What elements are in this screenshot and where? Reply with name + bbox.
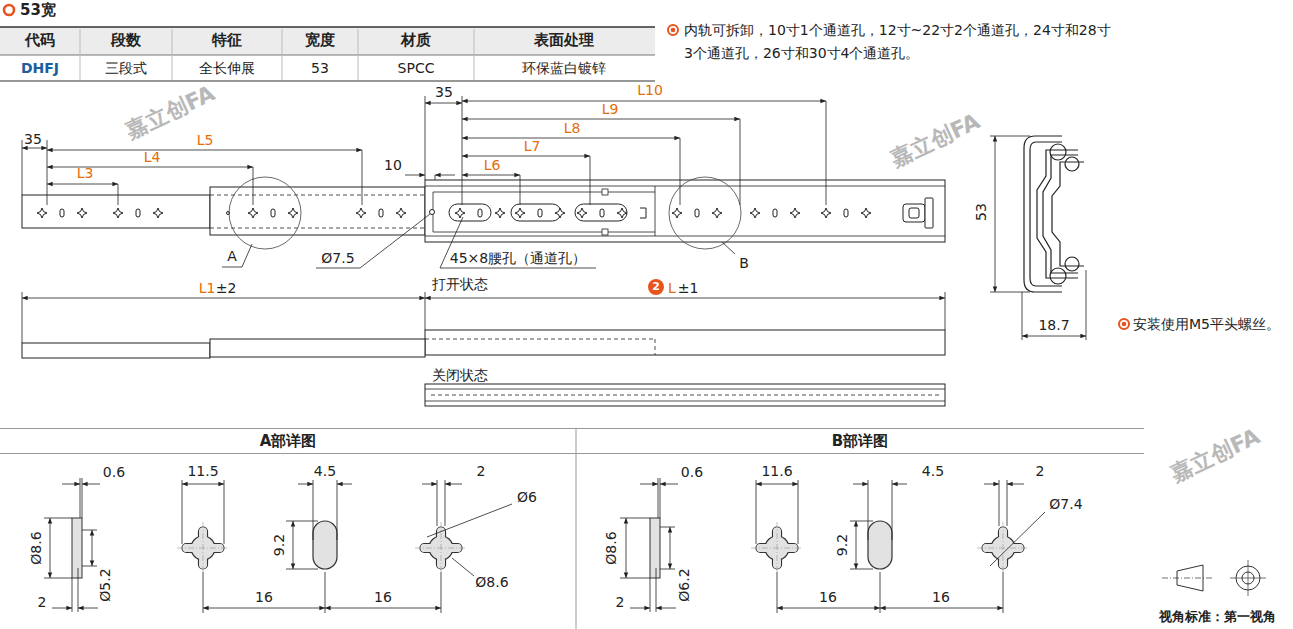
title: 53宽 [20,2,56,19]
dimension-symbol: L9 [602,101,619,117]
dimension-symbol: L3 [77,165,94,181]
table-header: 表面处理 [534,32,594,49]
dimension-text: 18.7 [1038,317,1069,333]
dimension-text: 9.2 [834,534,850,556]
table-cell: 三段式 [105,60,147,76]
dimension-text: Ø6 [517,489,537,505]
dimension-text: ±1 [678,280,699,296]
dimension-text: 10 [384,157,402,173]
note-text: 安装使用M5平头螺丝。 [1133,313,1283,336]
dimension-symbol: L8 [564,120,581,136]
panel-heading: B部详图 [576,429,1144,454]
dimension-symbol: L1 [199,280,216,296]
note-text: 内轨可拆卸，10寸1个通道孔，12寸~22寸2个通道孔，24寸和28寸3个通道孔… [684,19,1116,65]
dimension-text: Ø7.4 [1049,496,1082,512]
dimension-text: 53 [973,203,989,221]
dimension-text: Ø7.5 [321,250,354,266]
dimension-symbol: L6 [484,157,501,173]
dimension-text: 4.5 [314,463,336,479]
dimension-text: A [227,248,237,264]
dimension-text: 16 [819,589,837,605]
dimension-text: 45×8腰孔（通道孔） [450,250,586,266]
view-standard: 视角标准：第一视角 [1159,610,1276,625]
dimension-text: 16 [374,589,392,605]
dimension-text: 11.6 [761,463,792,479]
dimension-text: 4.5 [922,463,944,479]
dimension-text: 2 [616,594,625,610]
dimension-text: 2 [38,594,47,610]
table-header: 段数 [111,32,141,49]
dimension-symbol: L7 [524,138,541,154]
dimension-text: 16 [255,589,273,605]
dimension-text: 0.6 [103,464,125,480]
dimension-text: 16 [932,589,950,605]
watermark: 嘉立创FA [886,108,983,171]
dimension-text: Ø8.6 [603,531,619,564]
dimension-text: Ø5.2 [97,568,113,601]
table-cell: 全长伸展 [199,60,255,76]
dimension-text: B [739,255,749,271]
table-cell: 环保蓝白镀锌 [522,60,606,76]
dimension-text: 2 [1036,463,1045,479]
table-header: 材质 [401,32,431,49]
dimension-text: 35 [435,84,453,100]
dimension-symbol: L4 [144,149,161,165]
dimension-symbol: L10 [637,82,663,98]
watermark: 嘉立创FA [1166,423,1263,486]
table-cell: SPCC [398,60,435,76]
table-header: 宽度 [305,32,335,49]
dimension-text: Ø8.6 [475,574,508,590]
detail-panel: A部详图 [0,428,576,629]
dimension-symbol: L5 [197,132,214,148]
table-header: 代码 [25,32,55,49]
detail-panel: B部详图 [576,428,1144,629]
dimension-text: Ø6.2 [676,568,692,601]
table-cell: 53 [311,60,329,76]
dimension-text: 0.6 [681,464,703,480]
table-header: 特征 [212,32,242,49]
dimension-text: 35 [24,131,42,147]
dimension-symbol: L [668,280,676,296]
dimension-text: 关闭状态 [432,367,488,383]
dimension-text: 打开状态 [432,276,488,292]
dimension-text: 9.2 [271,534,287,556]
callout-number: 2 [648,279,664,295]
dimension-text: ±2 [216,280,237,296]
dimension-text: 11.5 [187,463,218,479]
dimension-text: Ø8.6 [28,531,44,564]
table-cell: DHFJ [21,60,59,76]
panel-heading: A部详图 [0,429,576,454]
dimension-text: 2 [477,463,486,479]
